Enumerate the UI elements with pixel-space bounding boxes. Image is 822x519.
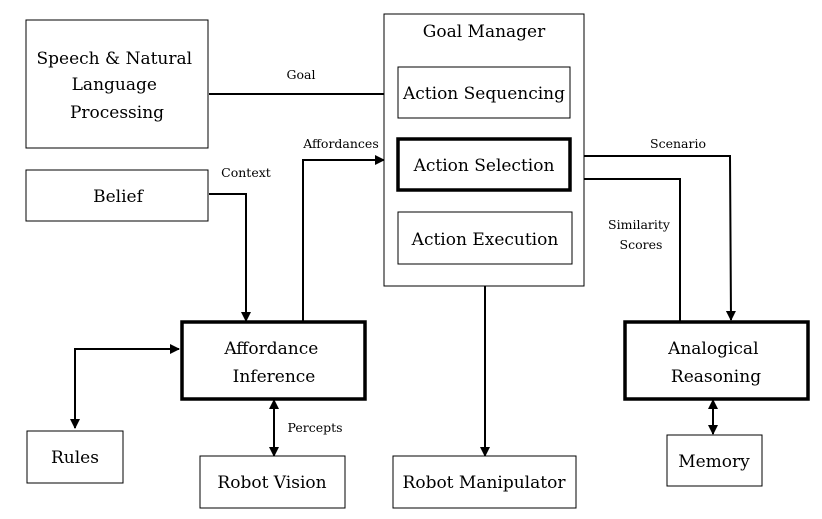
node-rules: Rules [26,430,124,484]
svg-text:Memory: Memory [678,452,750,472]
node-robot-vision: Robot Vision [199,455,346,509]
svg-text:Action Sequencing: Action Sequencing [402,84,565,104]
node-analogical-reasoning: Analogical Reasoning [623,320,810,401]
svg-text:Action Execution: Action Execution [411,230,559,250]
node-action-selection: Action Selection [396,137,572,192]
node-affordance-inference: Affordance Inference [180,320,367,401]
edge-scenario [571,155,736,321]
edge-label-percepts: Percepts [287,420,342,435]
edge-labels: Goal Affordances Context Scenario Simila… [221,67,706,435]
edge-label-scenario: Scenario [650,136,706,151]
svg-text:Goal Manager: Goal Manager [423,22,546,42]
svg-text:Robot Manipulator: Robot Manipulator [403,473,567,493]
edge-affordances [302,155,385,322]
svg-text:Belief: Belief [93,187,144,207]
svg-text:Speech & Natural Languag: Speech & Natural Language Processing [37,49,198,123]
svg-text:Analogical Reasoning: Analogical Reasoning [667,339,764,387]
edge-label-goal: Goal [287,67,316,82]
edge-context [209,193,251,322]
node-action-sequencing: Action Sequencing [397,66,571,119]
edges [70,89,736,457]
edge-label-similarity-scores: Similarity Scores [608,217,674,252]
edge-similarity-scores [572,174,681,321]
node-action-execution: Action Execution [397,211,573,265]
node-speech-nlp: Speech & Natural Language Processing [25,19,209,149]
svg-text:Affordance Inference: Affordance Inference [223,339,323,387]
node-robot-manipulator: Robot Manipulator [392,455,577,509]
node-belief: Belief [25,169,209,222]
edge-label-affordances: Affordances [302,136,379,151]
edge-rules-affordance [70,344,180,429]
node-memory: Memory [666,434,763,487]
edge-label-context: Context [221,165,271,180]
svg-text:Robot Vision: Robot Vision [217,473,326,493]
svg-text:Rules: Rules [51,448,99,468]
svg-text:Action Selection: Action Selection [413,156,555,176]
